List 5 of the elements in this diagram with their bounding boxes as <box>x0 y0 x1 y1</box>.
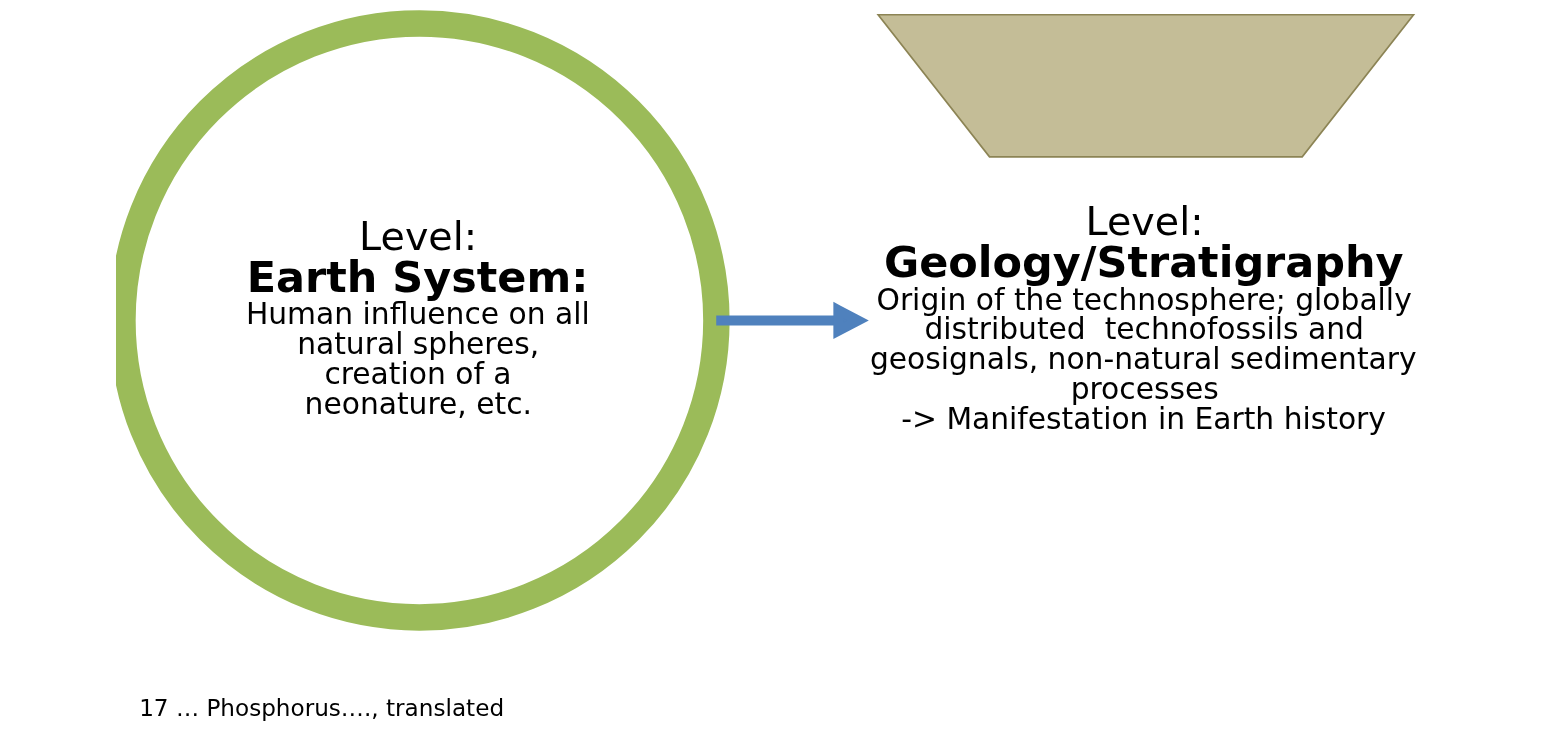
node-circle: Level: Earth System: Human influence on all natural spheres, creation of a neonature, etc. <box>116 10 730 631</box>
node-text: Level: Geology/Stratigraphy Origin of the technosphere; globally distributed technofossils and geosignals, non-natural sedimentary processes -> Manifestation in Earth history <box>869 197 1417 436</box>
caption: 17 … Phosphorus…., translated <box>139 694 505 721</box>
node-bowl <box>876 13 1416 158</box>
arrow <box>716 301 869 340</box>
